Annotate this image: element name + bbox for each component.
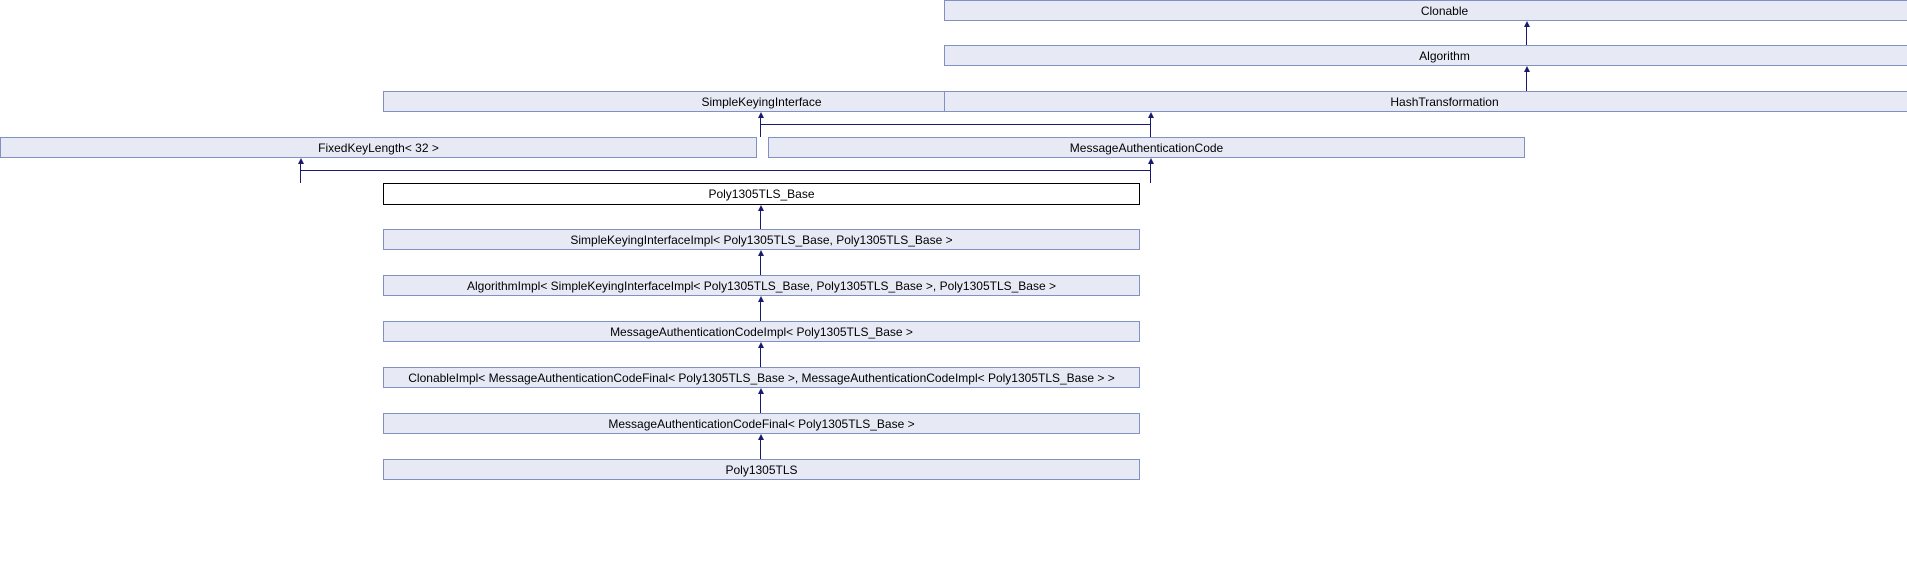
class-node-label: AlgorithmImpl< SimpleKeyingInterfaceImpl… <box>466 278 1056 293</box>
class-node-clonable[interactable]: Clonable <box>944 0 1907 21</box>
inheritance-edge <box>760 302 761 321</box>
inheritance-arrow-icon <box>758 388 764 394</box>
inheritance-edge <box>1526 72 1527 91</box>
class-node-label: Poly1305TLS <box>725 462 798 477</box>
class-node-label: Poly1305TLS_Base <box>708 187 815 201</box>
class-node-algorithm[interactable]: Algorithm <box>944 45 1907 66</box>
class-node-macfinal[interactable]: MessageAuthenticationCodeFinal< Poly1305… <box>383 413 1140 434</box>
class-node-messageauthcode[interactable]: MessageAuthenticationCode <box>768 137 1525 158</box>
inheritance-edge <box>760 211 761 229</box>
inheritance-arrow-icon <box>758 342 764 348</box>
class-node-label: HashTransformation <box>1390 94 1499 109</box>
inheritance-connector <box>760 124 1151 125</box>
class-node-simplekeyingimpl[interactable]: SimpleKeyingInterfaceImpl< Poly1305TLS_B… <box>383 229 1140 250</box>
inheritance-arrow-icon <box>1524 66 1530 72</box>
class-node-macimpl[interactable]: MessageAuthenticationCodeImpl< Poly1305T… <box>383 321 1140 342</box>
inheritance-connector <box>760 170 1151 171</box>
class-node-algorithmimpl[interactable]: AlgorithmImpl< SimpleKeyingInterfaceImpl… <box>383 275 1140 296</box>
inheritance-arrow-icon <box>1524 21 1530 27</box>
inheritance-edge <box>300 164 301 183</box>
inheritance-edge <box>760 348 761 367</box>
class-node-label: SimpleKeyingInterfaceImpl< Poly1305TLS_B… <box>570 232 953 247</box>
class-node-poly1305tls[interactable]: Poly1305TLS <box>383 459 1140 480</box>
inheritance-arrow-icon <box>758 250 764 256</box>
class-node-label: MessageAuthenticationCode <box>1069 140 1224 155</box>
inheritance-edge <box>760 394 761 413</box>
inheritance-arrow-icon <box>758 112 764 118</box>
inheritance-arrow-icon <box>1148 158 1154 164</box>
inheritance-arrow-icon <box>758 434 764 440</box>
class-node-clonableimpl[interactable]: ClonableImpl< MessageAuthenticationCodeF… <box>383 367 1140 388</box>
inheritance-arrow-icon <box>758 296 764 302</box>
inheritance-arrow-icon <box>758 205 764 211</box>
inheritance-arrow-icon <box>1148 112 1154 118</box>
inheritance-edge <box>760 118 761 137</box>
class-node-fixedkeylength32[interactable]: FixedKeyLength< 32 > <box>0 137 757 158</box>
class-node-label: Algorithm <box>1419 48 1470 63</box>
class-node-poly1305tlsbase[interactable]: Poly1305TLS_Base <box>383 183 1140 205</box>
inheritance-connector <box>300 170 761 171</box>
inheritance-edge <box>1150 164 1151 183</box>
inheritance-arrow-icon <box>298 158 304 164</box>
inheritance-edge <box>1526 27 1527 45</box>
class-node-label: MessageAuthenticationCodeImpl< Poly1305T… <box>610 324 913 339</box>
inheritance-edge <box>760 256 761 275</box>
class-node-label: Clonable <box>1420 3 1469 18</box>
class-node-label: FixedKeyLength< 32 > <box>318 140 439 155</box>
class-node-label: MessageAuthenticationCodeFinal< Poly1305… <box>608 416 915 431</box>
inheritance-edge <box>760 440 761 459</box>
class-node-hashtransformation[interactable]: HashTransformation <box>944 91 1907 112</box>
inheritance-edge <box>1150 118 1151 137</box>
class-node-label: ClonableImpl< MessageAuthenticationCodeF… <box>408 370 1115 385</box>
class-node-label: SimpleKeyingInterface <box>701 94 822 109</box>
